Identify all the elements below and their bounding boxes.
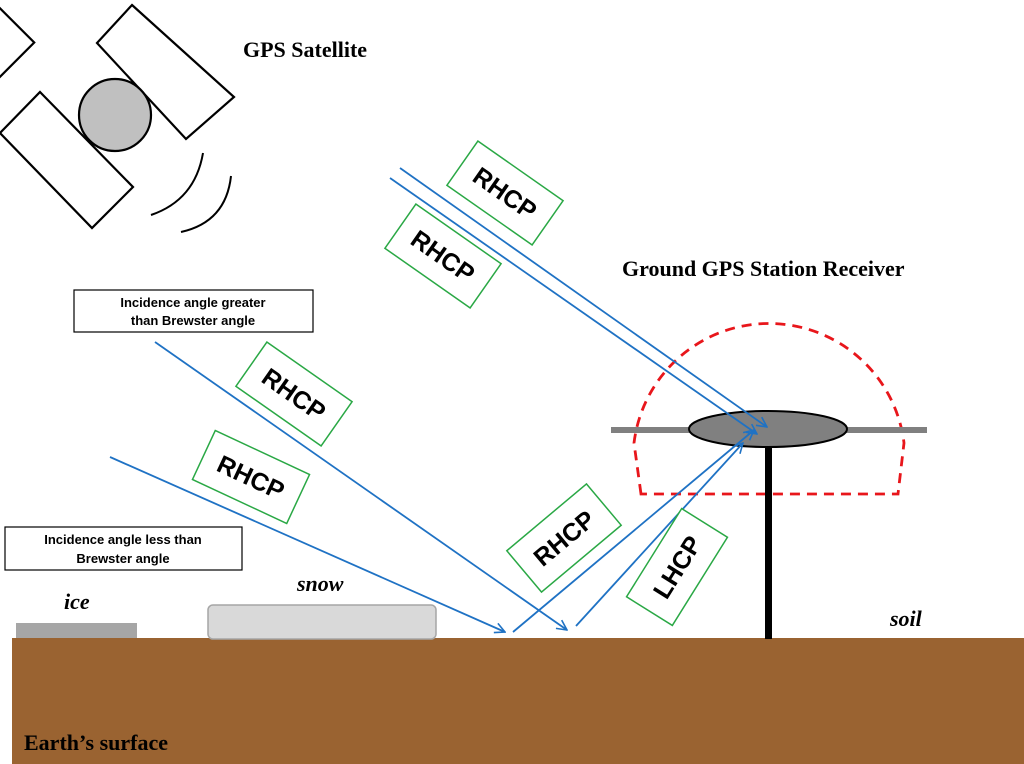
- reflected-ray-lhcp: [575, 443, 743, 627]
- gps-satellite-icon: [0, 0, 236, 233]
- snow-label: snow: [296, 571, 344, 596]
- polarization-tag: RHCP: [505, 482, 623, 594]
- polarization-tag: LHCP: [625, 507, 729, 627]
- polarization-tag: RHCP: [383, 203, 503, 309]
- ice-label: ice: [64, 589, 90, 614]
- svg-text:Incidence angle less than: Incidence angle less than: [44, 532, 202, 547]
- earth-surface: [12, 638, 1024, 764]
- earth-surface-label: Earth’s surface: [24, 730, 168, 755]
- receiver-label: Ground GPS Station Receiver: [622, 256, 905, 281]
- incident-ray-lower: [109, 456, 505, 632]
- svg-text:Brewster angle: Brewster angle: [76, 551, 169, 566]
- antenna-mast: [765, 446, 772, 639]
- ice-layer: [16, 623, 137, 638]
- direct-ray-upper: [399, 167, 767, 427]
- svg-text:Incidence angle greater: Incidence angle greater: [120, 295, 265, 310]
- incident-ray-upper: [154, 341, 567, 630]
- direct-ray-lower: [389, 177, 757, 434]
- note-less-than-brewster: Incidence angle less than Brewster angle: [4, 526, 243, 571]
- polarization-tag: RHCP: [234, 341, 354, 447]
- soil-label: soil: [889, 606, 923, 631]
- svg-text:than Brewster angle: than Brewster angle: [131, 313, 255, 328]
- note-greater-than-brewster: Incidence angle greater than Brewster an…: [73, 289, 314, 333]
- snow-layer: [207, 604, 437, 640]
- satellite-label: GPS Satellite: [243, 37, 367, 62]
- polarization-tag: RHCP: [191, 429, 311, 525]
- reflected-ray-rhcp: [512, 430, 754, 633]
- antenna-icon: [688, 410, 848, 448]
- antenna-gain-pattern: [632, 322, 906, 496]
